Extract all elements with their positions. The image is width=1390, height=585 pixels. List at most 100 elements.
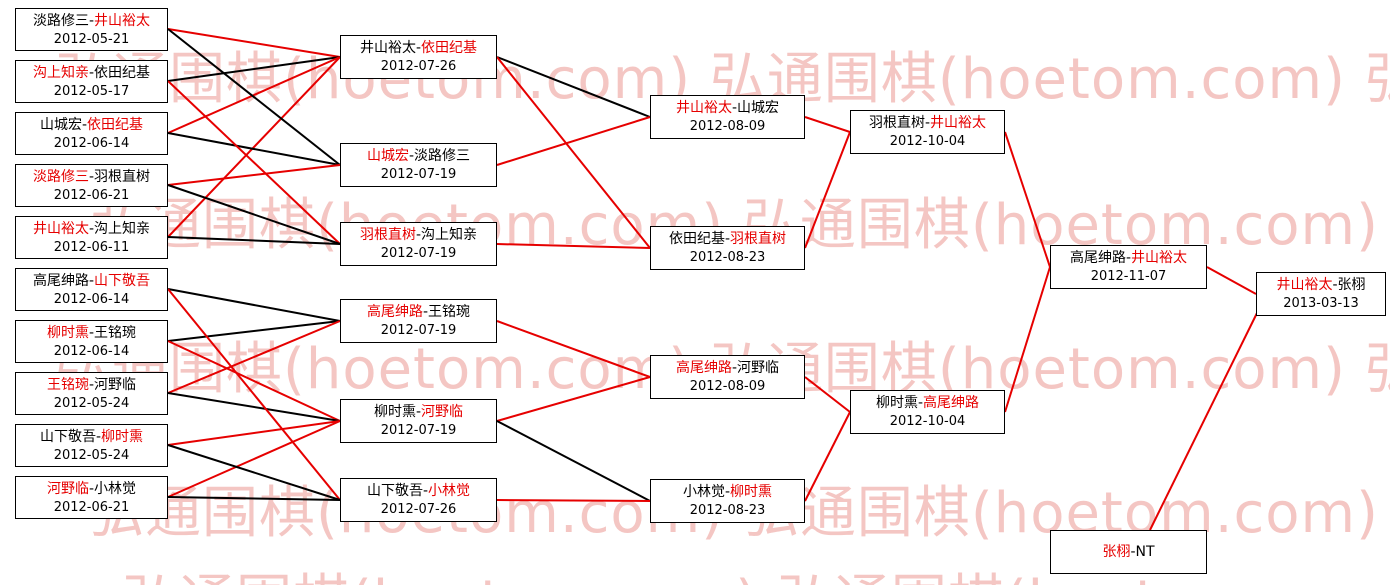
match-players: 高尾绅路-王铭琬 [367,303,470,322]
player-name: 羽根直树 [868,115,925,131]
winner-path-line [1206,266,1257,295]
winner-path-line [804,376,851,413]
player-name: 依田纪基 [94,64,151,81]
winner-name: 山城宏 [366,148,409,164]
winner-name: 沟上知亲 [32,64,89,81]
winner-path-line [167,56,341,134]
match-players: 羽根直树-井山裕太 [869,114,986,133]
separator: - [88,324,95,341]
loser-path-line [167,56,341,82]
winner-path-line [1004,266,1051,413]
winner-path-line [167,340,341,422]
loser-path-line [167,320,341,342]
match-players: 井山裕太-沟上知亲 [33,220,150,239]
winner-path-line [1004,131,1051,268]
winner-name: 高尾绅路 [675,360,732,376]
player-name: 山城宏 [737,100,780,116]
winner-path-line [496,376,651,422]
player-name: 柳时熏 [875,395,918,411]
match-date: 2012-07-19 [380,246,457,261]
player-name: 山下敬吾 [39,428,96,445]
separator: - [95,428,102,445]
winner-name: 王铭琬 [46,376,89,393]
match-players: 柳时熏-河野临 [374,403,463,422]
winner-path-line [167,288,341,501]
loser-path-line [167,132,341,166]
player-name: 高尾绅路 [1069,250,1126,266]
player-name: 王铭琬 [428,304,471,320]
match-date: 2012-07-26 [380,502,457,517]
winner-path-line [167,320,341,394]
winner-path-line [167,56,341,238]
loser-path-line [167,392,341,422]
separator: - [917,395,924,411]
winner-path-line [496,320,651,378]
separator: - [724,231,731,247]
player-name: 沟上知亲 [94,220,151,237]
winner-name: 高尾绅路 [923,395,980,411]
winner-path-line [496,56,651,249]
player-name: 张栩 [1337,277,1366,293]
match-players: 井山裕太-山城宏 [676,99,779,118]
separator: - [408,148,415,164]
match-players: 柳时熏-王铭琬 [47,324,136,343]
player-name: 羽根直树 [94,168,151,185]
winner-name: 柳时熏 [730,484,773,500]
match-players: 王铭琬-河野临 [47,376,136,395]
match-players: 高尾绅路-河野临 [676,359,779,378]
match-players: 沟上知亲-依田纪基 [33,64,150,83]
loser-path-line [167,288,341,322]
player-name: 高尾绅路 [32,272,89,289]
player-name: 淡路修三 [414,148,471,164]
winner-name: 羽根直树 [359,227,416,243]
match-date: 2013-03-13 [1283,296,1359,311]
separator: - [88,220,95,237]
separator: - [422,483,429,499]
separator: - [1125,250,1132,266]
match-players: 山城宏-淡路修三 [367,147,470,166]
winner-path-line [804,411,851,502]
winner-path-line [167,80,341,245]
match-date: 2012-06-21 [53,187,130,203]
match-players: 山城宏-依田纪基 [40,116,143,135]
winner-path-line [167,420,341,446]
winner-name: 张栩 [1102,543,1131,560]
loser-path-line [496,56,651,118]
player-name: 山下敬吾 [366,483,423,499]
player-name: 河野临 [737,360,780,376]
match-date: 2012-07-19 [380,167,457,182]
separator: - [88,480,95,497]
winner-name: 河野临 [46,480,89,497]
winner-name: 柳时熏 [101,428,144,445]
winner-name: 井山裕太 [930,115,987,131]
winner-name: 依田纪基 [87,116,144,133]
winner-path-line [496,243,651,249]
match-date: 2012-08-23 [689,503,766,518]
winner-path-line [804,131,851,249]
separator: - [81,116,88,133]
loser-path-line [167,28,341,166]
winner-path-line [167,164,341,186]
winner-name: 井山裕太 [1276,277,1333,293]
player-name: 小林觉 [94,480,137,497]
winner-path-line [496,116,651,166]
match-date: 2012-10-04 [889,134,966,149]
match-date: 2012-06-14 [53,135,130,151]
separator: - [731,360,738,376]
player-name: 柳时熏 [373,404,416,420]
match-players: 山下敬吾-小林觉 [367,482,470,501]
match-players: 柳时熏-高尾绅路 [876,394,979,413]
